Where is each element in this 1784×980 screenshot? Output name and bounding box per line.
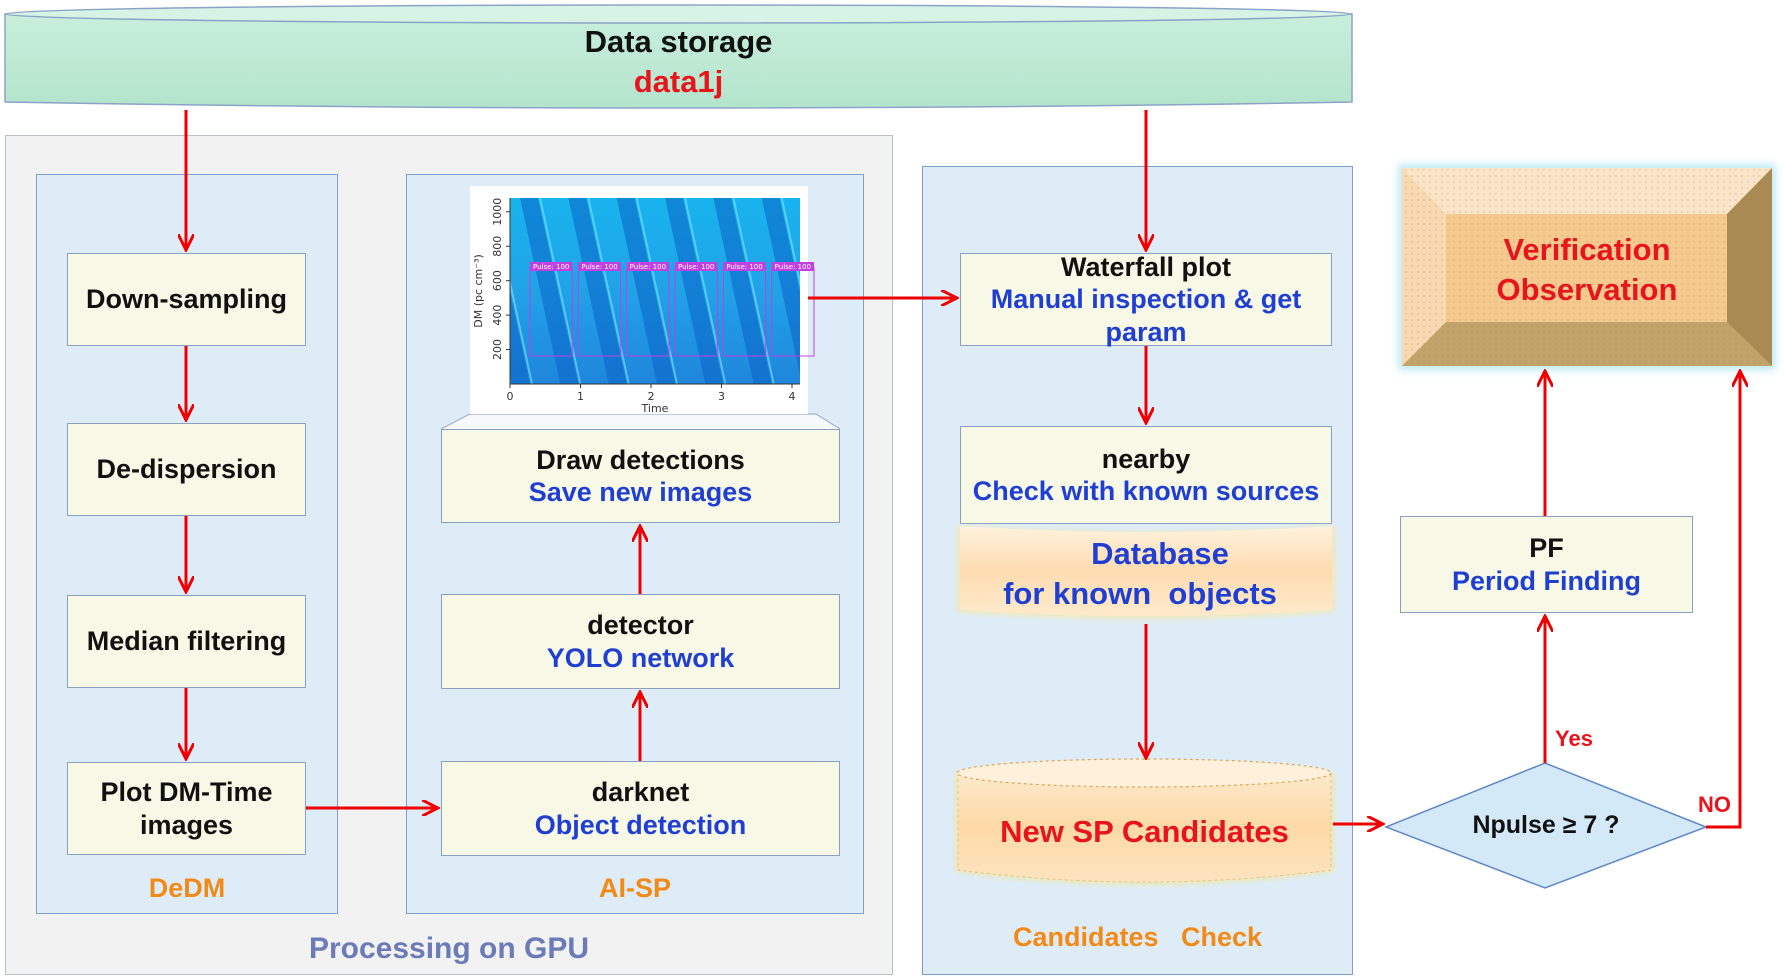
yes-label: Yes [1555, 726, 1593, 751]
de-dispersion-label: De-dispersion [96, 454, 277, 485]
waterfall-sub: Manual inspection & get param [990, 284, 1302, 347]
dispersion-streaks [510, 198, 800, 384]
verification-line2: Observation [1496, 272, 1678, 307]
aisp-label: AI-SP [598, 873, 671, 903]
dispersion-streak [510, 291, 530, 384]
storage-subtitle: data1j [633, 64, 724, 99]
plot-xtick-label: 2 [648, 390, 655, 403]
dispersion-streak [520, 198, 579, 384]
decision-text: Npulse ≥ 7 ? [1472, 811, 1620, 839]
gpu-panel-label: Processing on GPU [308, 932, 590, 965]
plot-ytick-label: 200 [491, 339, 504, 360]
dispersion-streak [761, 198, 800, 375]
dispersion-streak [616, 198, 675, 384]
detector-sub: YOLO network [546, 642, 735, 673]
plot-xtick-label: 0 [507, 390, 514, 403]
pf-title: PF [1529, 533, 1564, 564]
detector-title: detector [587, 610, 694, 641]
pulse-label: Pulse: 100 [775, 263, 811, 271]
candidates-check-label: Candidates Check [1012, 922, 1263, 952]
darknet-sub: Object detection [534, 809, 747, 840]
down-sampling-box: Down-sampling [67, 253, 306, 346]
median-filtering-label: Median filtering [86, 626, 287, 657]
new-sp-candidates-label: New SP Candidates [1000, 814, 1289, 849]
nearby-sub: Check with known sources [972, 476, 1320, 506]
plot-ylabel: DM (pc cm⁻³) [472, 254, 485, 328]
plot-dm-time-box: Plot DM-Time images [67, 762, 306, 855]
period-finding-box: PF Period Finding [1400, 516, 1693, 613]
plot-ytick-label: 1000 [491, 198, 504, 226]
dispersion-streak [713, 198, 772, 384]
pulse-label: Pulse: 100 [678, 263, 714, 271]
darknet-box: darknet Object detection [441, 761, 840, 856]
dispersion-streak [665, 198, 724, 384]
pulse-label: Pulse: 100 [726, 263, 762, 271]
median-filtering-box: Median filtering [67, 595, 306, 688]
pf-sub: Period Finding [1452, 565, 1641, 596]
pulse-label: Pulse: 100 [581, 263, 617, 271]
nearby-box: nearby Check with known sources [960, 426, 1332, 524]
draw-detections-title: Draw detections [536, 444, 745, 475]
draw-detections-box: Draw detections Save new images [441, 429, 840, 523]
plot-xtick-label: 1 [577, 390, 584, 403]
plot-dm-time-label: Plot DM-Time images [100, 777, 273, 840]
plot-ytick-label: 400 [491, 305, 504, 326]
detector-box: detector YOLO network [441, 594, 840, 689]
plot-ytick-label: 800 [491, 236, 504, 257]
plot-xtick-label: 3 [718, 390, 725, 403]
no-label: NO [1698, 792, 1731, 817]
waterfall-plot-box: Waterfall plot Manual inspection & get p… [960, 251, 1332, 347]
down-sampling-label: Down-sampling [86, 284, 287, 315]
waterfall-title: Waterfall plot [1060, 251, 1231, 282]
dedm-label: DeDM [148, 873, 226, 903]
plot-xtick-label: 4 [789, 390, 796, 403]
pulse-label: Pulse: 100 [630, 263, 666, 271]
de-dispersion-box: De-dispersion [67, 423, 306, 516]
storage-title: Data storage [584, 24, 773, 59]
plot-xlabel: Time [641, 402, 669, 415]
nearby-title: nearby [1101, 443, 1191, 474]
pulse-label: Pulse: 100 [533, 263, 569, 271]
darknet-title: darknet [591, 777, 690, 808]
arrow-decision-no-to-verification [1706, 373, 1740, 829]
dispersion-streak [568, 198, 627, 384]
draw-detections-sub: Save new images [528, 477, 753, 507]
database-line2: for known objects [1003, 576, 1277, 611]
verification-line1: Verification [1503, 232, 1671, 267]
plot-ytick-label: 600 [491, 270, 504, 291]
database-line1: Database [1091, 536, 1229, 571]
